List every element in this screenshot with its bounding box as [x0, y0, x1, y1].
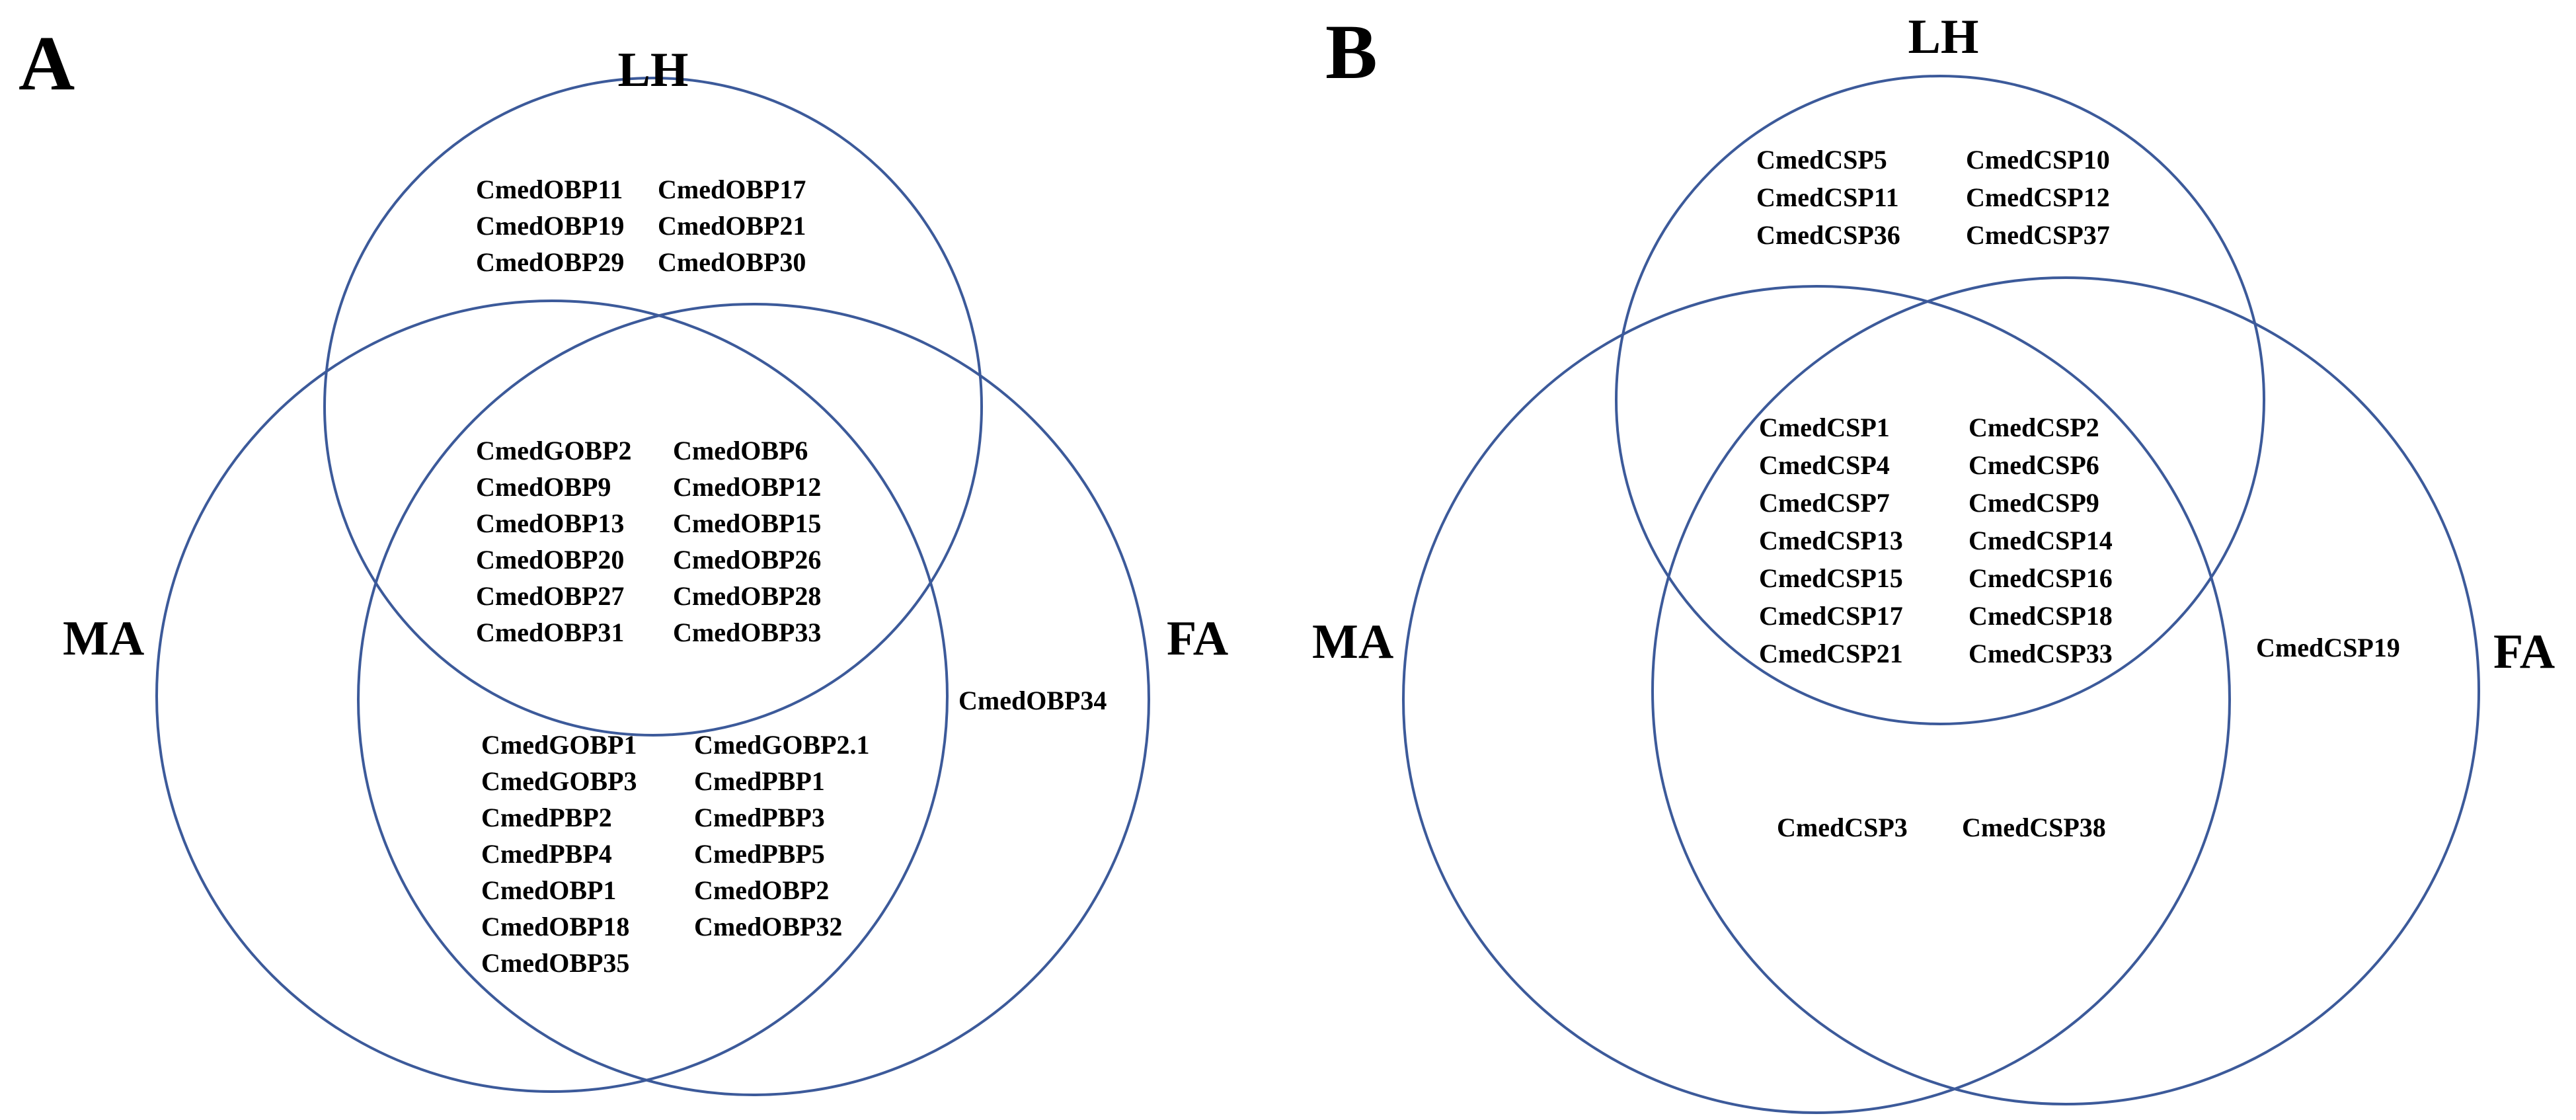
gene-label: CmedOBP1 — [481, 875, 616, 905]
gene-label: CmedOBP30 — [658, 247, 806, 277]
gene-label: CmedCSP3 — [1777, 813, 1908, 842]
gene-label: CmedCSP1 — [1759, 413, 1890, 442]
gene-label: CmedOBP19 — [476, 211, 624, 241]
gene-label: CmedCSP38 — [1962, 813, 2106, 842]
gene-label: CmedCSP10 — [1966, 145, 2110, 175]
gene-label: CmedGOBP2.1 — [694, 730, 870, 760]
gene-label: CmedCSP4 — [1759, 450, 1890, 480]
gene-label: CmedPBP3 — [694, 803, 825, 832]
gene-label: CmedOBP2 — [694, 875, 829, 905]
gene-label: CmedGOBP2 — [476, 436, 632, 465]
gene-label: CmedCSP11 — [1756, 182, 1899, 212]
panel-a-ma-circle — [155, 300, 949, 1093]
gene-label: CmedOBP9 — [476, 472, 611, 502]
panel-a-ma-label: MA — [63, 612, 144, 666]
gene-label: CmedOBP34 — [958, 686, 1107, 715]
gene-label: CmedOBP15 — [673, 508, 821, 538]
gene-label: CmedCSP6 — [1969, 450, 2099, 480]
gene-label: CmedCSP9 — [1969, 488, 2099, 518]
gene-label: CmedPBP5 — [694, 839, 825, 869]
gene-label: CmedPBP4 — [481, 839, 612, 869]
gene-label: CmedCSP19 — [2256, 633, 2400, 662]
gene-label: CmedPBP1 — [694, 766, 825, 796]
gene-label: CmedCSP15 — [1759, 563, 1903, 593]
gene-label: CmedOBP27 — [476, 581, 624, 611]
gene-label: CmedOBP13 — [476, 508, 624, 538]
panel-b-label: B — [1325, 9, 1378, 95]
panel-a-label: A — [19, 20, 75, 106]
gene-label: CmedCSP36 — [1756, 220, 1900, 250]
gene-label: CmedCSP7 — [1759, 488, 1890, 518]
gene-label: CmedCSP5 — [1756, 145, 1887, 175]
panel-b-lh-circle — [1615, 75, 2265, 725]
panel-b-fa-label: FA — [2493, 625, 2555, 679]
gene-label: CmedOBP33 — [673, 618, 821, 647]
panel-b-ma-label: MA — [1312, 615, 1393, 669]
gene-label: CmedGOBP3 — [481, 766, 637, 796]
gene-label: CmedOBP28 — [673, 581, 821, 611]
gene-label: CmedOBP31 — [476, 618, 624, 647]
panel-a-lh-circle — [323, 77, 983, 737]
gene-label: CmedGOBP1 — [481, 730, 637, 760]
panel-a-lh-label: LH — [618, 43, 689, 97]
panel-b-fa-circle — [1651, 276, 2480, 1105]
gene-label: CmedCSP16 — [1969, 563, 2113, 593]
gene-label: CmedOBP26 — [673, 545, 821, 575]
gene-label: CmedOBP18 — [481, 912, 629, 941]
gene-label: CmedCSP13 — [1759, 526, 1903, 555]
gene-label: CmedCSP18 — [1969, 601, 2113, 631]
gene-label: CmedOBP11 — [476, 175, 623, 204]
gene-label: CmedOBP12 — [673, 472, 821, 502]
panel-a-fa-circle — [357, 303, 1150, 1096]
gene-label: CmedOBP21 — [658, 211, 806, 241]
gene-label: CmedCSP14 — [1969, 526, 2113, 555]
panel-a-fa-label: FA — [1167, 612, 1228, 666]
gene-label: CmedCSP12 — [1966, 182, 2110, 212]
panel-a-fa-only-region: CmedOBP34 — [958, 686, 1107, 715]
gene-label: CmedOBP29 — [476, 247, 624, 277]
panel-b-lh-label: LH — [1908, 10, 1979, 64]
gene-label: CmedOBP35 — [481, 948, 629, 978]
panel-b-ma-circle — [1402, 285, 2231, 1114]
gene-label: CmedCSP37 — [1966, 220, 2110, 250]
gene-label: CmedCSP2 — [1969, 413, 2099, 442]
gene-label: CmedCSP17 — [1759, 601, 1903, 631]
panel-b-ma-fa-region: CmedCSP3 CmedCSP38 — [1777, 813, 2106, 842]
gene-label: CmedOBP32 — [694, 912, 842, 941]
panel-b-fa-only-region: CmedCSP19 — [2256, 633, 2400, 662]
gene-label: CmedCSP21 — [1759, 639, 1903, 668]
gene-label: CmedOBP6 — [673, 436, 808, 465]
gene-label: CmedOBP20 — [476, 545, 624, 575]
gene-label: CmedCSP33 — [1969, 639, 2113, 668]
gene-label: CmedOBP17 — [658, 175, 806, 204]
gene-label: CmedPBP2 — [481, 803, 612, 832]
